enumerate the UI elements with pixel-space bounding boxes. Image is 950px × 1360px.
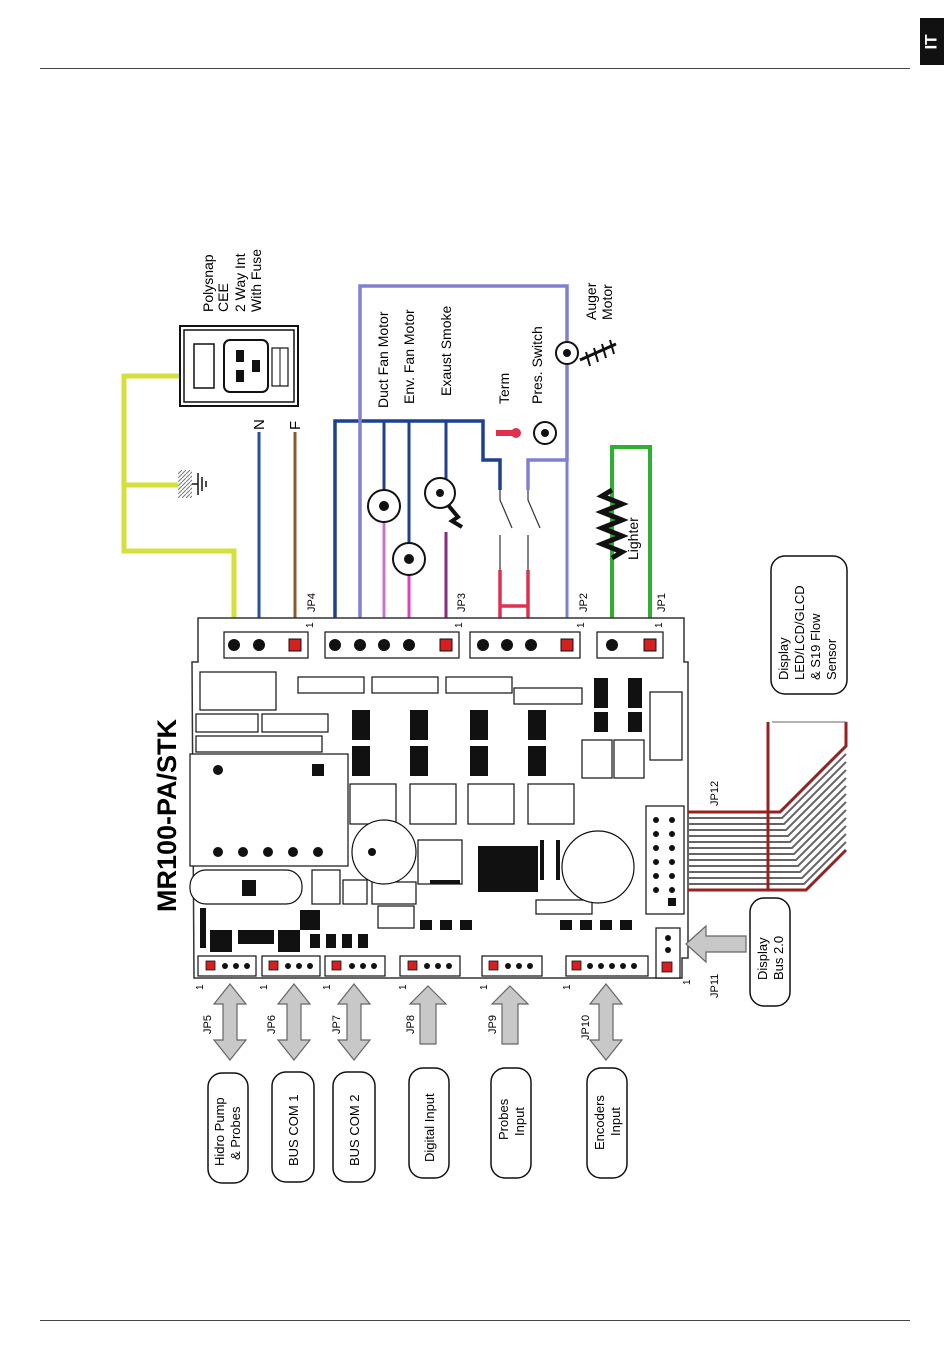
hidro-line-2: & Probes xyxy=(228,1106,243,1160)
power-inlet xyxy=(179,325,299,407)
box-digital-input: Digital Input xyxy=(408,1067,450,1179)
bottom-pin-dots xyxy=(222,935,671,969)
encoders-input-line-2: Input xyxy=(608,1107,623,1136)
ribbon-cable xyxy=(688,721,848,892)
pres-switch-label: Pres. Switch xyxy=(529,326,545,404)
arrow-jp5 xyxy=(212,983,248,1061)
header-rule xyxy=(40,68,910,69)
encoders-input-line-1: Encoders xyxy=(592,1095,607,1150)
jp12-header xyxy=(653,817,676,906)
jp1-label: JP1 xyxy=(656,593,668,612)
jp3-label: JP3 xyxy=(456,593,468,612)
box-probes-input: Probes Input xyxy=(490,1067,532,1179)
pin1-jp3: 1 xyxy=(454,622,465,628)
arrow-jp7 xyxy=(336,983,372,1061)
auger-label-2: Motor xyxy=(599,284,615,320)
pin1-jp11: 1 xyxy=(682,979,693,985)
env-fan-motor-symbol xyxy=(392,542,426,576)
power-inlet-label-3: 2 Way Int xyxy=(232,253,248,312)
box-encoders-input: Encoders Input xyxy=(586,1067,628,1179)
box-display-sensor: Display LED/LCD/GLCD & S19 Flow Sensor xyxy=(770,555,848,695)
lighter-label: Lighter xyxy=(625,517,641,560)
display-sensor-line-2: LED/LCD/GLCD xyxy=(792,585,807,680)
probes-input-line-2: Input xyxy=(512,1107,527,1136)
digital-input-label: Digital Input xyxy=(422,1093,437,1162)
auger-motor-symbol xyxy=(555,339,617,367)
neutral-label: N xyxy=(251,419,268,430)
bus-com-2-label: BUS COM 2 xyxy=(347,1094,362,1166)
pin1-jp1: 1 xyxy=(654,622,665,628)
term-label: Term xyxy=(496,373,512,404)
language-tab: IT xyxy=(920,18,944,65)
arrow-jp8 xyxy=(408,985,448,1045)
board-small-parts xyxy=(200,840,632,952)
board-dark-components xyxy=(213,678,642,952)
box-bus-com-2: BUS COM 2 xyxy=(332,1071,376,1183)
thermostat-symbol xyxy=(496,428,521,438)
footer-rule xyxy=(40,1320,910,1321)
earth-symbol xyxy=(178,470,207,498)
pin1-jp2: 1 xyxy=(576,622,587,628)
power-inlet-label-1: Polysnap xyxy=(200,254,216,312)
jp7-label: JP7 xyxy=(331,1015,343,1034)
terminal-jp2 xyxy=(469,631,581,659)
terminal-jp3 xyxy=(324,631,460,659)
duct-fan-label: Duct Fan Motor xyxy=(375,311,391,408)
display-bus-line-2: Bus 2.0 xyxy=(771,936,786,980)
pin1-jp10: 1 xyxy=(562,984,573,990)
jp10-label: JP10 xyxy=(580,1015,592,1040)
auger-label-1: Auger xyxy=(583,282,599,320)
jp6-label: JP6 xyxy=(266,1015,278,1034)
jp8-label: JP8 xyxy=(405,1015,417,1034)
probes-input-line-1: Probes xyxy=(496,1098,511,1140)
box-hidro-pump: Hidro Pump & Probes xyxy=(207,1072,249,1184)
pin1-jp8: 1 xyxy=(398,984,409,990)
board-title: MR100-PA/STK xyxy=(152,718,182,912)
auger-wire xyxy=(358,284,569,643)
exhaust-label: Exaust Smoke xyxy=(438,306,454,396)
jp9-label: JP9 xyxy=(487,1015,499,1034)
power-inlet-label-4: With Fuse xyxy=(248,249,264,312)
lighter-wire xyxy=(610,445,652,643)
bottom-pin1-markers xyxy=(205,960,673,973)
duct-fan-motor-symbol xyxy=(367,489,401,523)
pin1-jp4: 1 xyxy=(305,622,316,628)
phase-label: F xyxy=(287,421,304,430)
power-inlet-label-2: CEE xyxy=(215,283,231,312)
jp12-label: JP12 xyxy=(709,781,721,806)
arrow-jp11 xyxy=(685,924,747,964)
pressure-switch-symbol xyxy=(533,421,557,445)
display-bus-line-1: Display xyxy=(755,937,770,980)
earth-wire xyxy=(121,373,237,643)
display-sensor-line-3: & S19 Flow xyxy=(808,613,823,680)
box-display-bus: Display Bus 2.0 xyxy=(749,897,791,1007)
display-sensor-line-1: Display xyxy=(776,637,791,680)
terminal-jp4 xyxy=(223,631,309,659)
lighter-coil xyxy=(595,487,629,561)
jp11-label: JP11 xyxy=(709,974,721,998)
common-wire xyxy=(333,419,502,643)
arrow-jp10 xyxy=(588,983,624,1061)
jp4-label: JP4 xyxy=(306,593,318,612)
arrow-jp9 xyxy=(490,985,530,1045)
env-fan-label: Env. Fan Motor xyxy=(401,309,417,404)
pin1-jp6: 1 xyxy=(259,984,270,990)
jp5-label: JP5 xyxy=(202,1015,214,1034)
board-components xyxy=(189,671,685,929)
jp2-label: JP2 xyxy=(578,593,590,612)
pin1-jp5: 1 xyxy=(195,984,206,990)
display-sensor-line-4: Sensor xyxy=(824,638,839,680)
terminal-jp1 xyxy=(596,631,664,659)
hidro-line-1: Hidro Pump xyxy=(212,1097,227,1166)
pin1-jp9: 1 xyxy=(479,984,490,990)
exhaust-fan-symbol xyxy=(424,477,464,529)
box-bus-com-1: BUS COM 1 xyxy=(271,1071,315,1183)
arrow-jp6 xyxy=(276,983,312,1061)
bus-com-1-label: BUS COM 1 xyxy=(286,1094,301,1166)
pin1-jp7: 1 xyxy=(322,984,333,990)
